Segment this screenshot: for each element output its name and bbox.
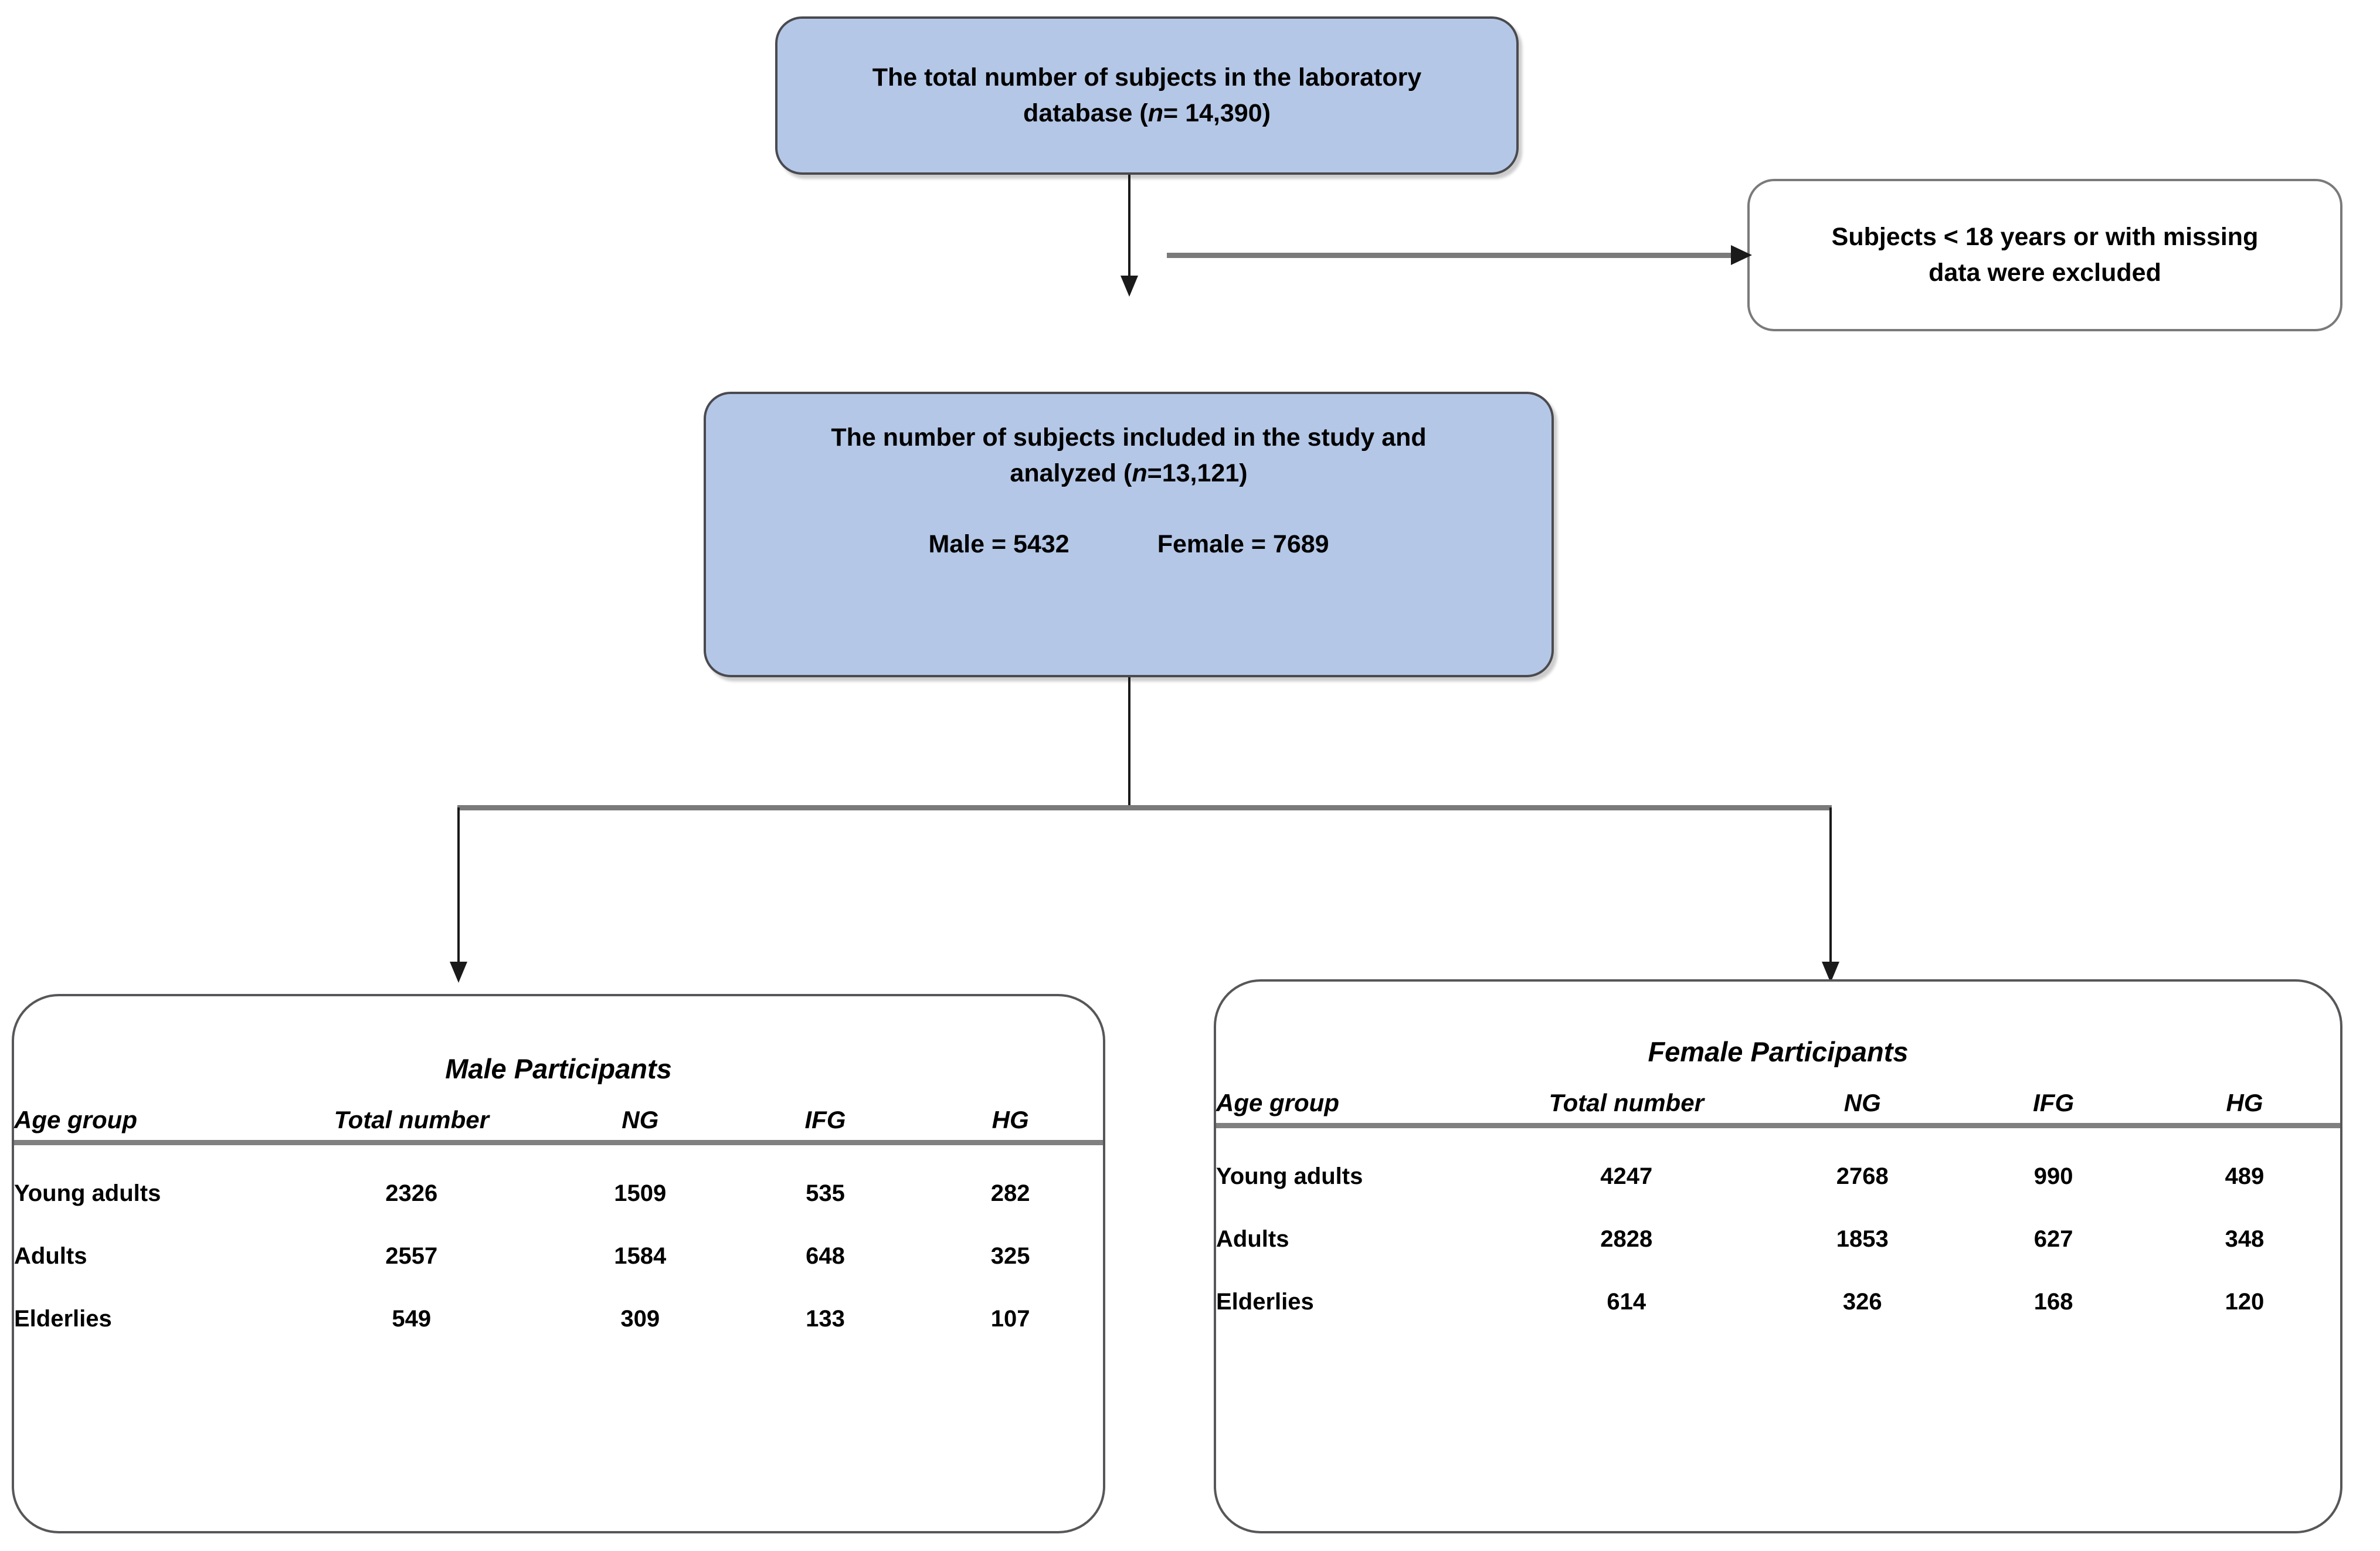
- cell-ng: 1509: [614, 1180, 667, 1206]
- cell-ng: 2768: [1836, 1163, 1889, 1189]
- col-header-total-number: Total number: [334, 1106, 490, 1133]
- table-row: Elderlies 614 326 168 120: [1216, 1271, 2340, 1333]
- table-female-participants: Age group Total number NG IFG HG Young a…: [1216, 1089, 2340, 1333]
- col-header-hg: HG: [992, 1106, 1029, 1133]
- connector-total-to-excluded-line: [1167, 253, 1741, 258]
- cell-hg: 348: [2225, 1226, 2264, 1252]
- arrow-down-icon-to-male: [450, 962, 467, 983]
- included-n-italic: n: [1132, 459, 1147, 488]
- cell-hg: 282: [990, 1180, 1030, 1206]
- panel-female-title: Female Participants: [1648, 1036, 1909, 1067]
- connector-split-bar: [457, 805, 1832, 810]
- total-line-2-suffix: = 14,390): [1163, 99, 1271, 127]
- cell-hg: 489: [2225, 1163, 2264, 1189]
- col-header-total-number: Total number: [1549, 1089, 1704, 1116]
- table-header-row: Age group Total number NG IFG HG: [1216, 1089, 2340, 1126]
- excluded-line-2: data were excluded: [1929, 259, 2161, 287]
- panel-male-title: Male Participants: [445, 1053, 672, 1084]
- node-included-subjects: The number of subjects included in the s…: [704, 392, 1554, 677]
- sex-breakdown-row: Male = 5432 Female = 7689: [928, 530, 1329, 559]
- col-header-hg: HG: [2226, 1089, 2263, 1116]
- cell-ifg: 990: [2033, 1163, 2073, 1189]
- total-n-italic: n: [1147, 99, 1164, 127]
- cell-ifg: 627: [2033, 1226, 2073, 1252]
- arrow-down-icon-to-included: [1121, 276, 1138, 297]
- table-row: Elderlies 549 309 133 107: [14, 1288, 1103, 1350]
- panel-male-participants: Male Participants Age group Total number…: [12, 994, 1105, 1533]
- cell-ng: 309: [620, 1306, 660, 1332]
- cell-ng: 1584: [614, 1243, 667, 1269]
- excluded-line-1: Subjects < 18 years or with missing: [1831, 222, 2259, 251]
- cell-hg: 120: [2225, 1289, 2264, 1315]
- connector-included-stem-line: [1128, 677, 1130, 807]
- cell-ng: 1853: [1836, 1226, 1889, 1252]
- total-line-1: The total number of subjects in the labo…: [872, 63, 1422, 91]
- node-total-subjects: The total number of subjects in the labo…: [775, 16, 1519, 175]
- connector-to-female-line: [1829, 807, 1832, 967]
- cell-hg: 325: [990, 1243, 1030, 1269]
- cell-ifg: 133: [806, 1306, 845, 1332]
- col-header-ng: NG: [1843, 1089, 1881, 1116]
- cell-ifg: 648: [806, 1243, 845, 1269]
- node-total-subjects-text: The total number of subjects in the labo…: [846, 60, 1449, 131]
- arrow-right-icon-to-excluded: [1731, 245, 1752, 265]
- node-included-subjects-text: The number of subjects included in the s…: [804, 394, 1453, 491]
- cell-total: 4247: [1600, 1163, 1653, 1189]
- cell-total: 2557: [385, 1243, 438, 1269]
- cell-total: 2828: [1600, 1226, 1653, 1252]
- included-line-2-suffix: =13,121): [1147, 459, 1248, 488]
- cell-ifg: 168: [2033, 1289, 2073, 1315]
- cell-hg: 107: [990, 1306, 1030, 1332]
- col-header-age-group: Age group: [1216, 1089, 1339, 1116]
- cell-age-group: Young adults: [1216, 1163, 1363, 1189]
- node-excluded-subjects: Subjects < 18 years or with missing data…: [1747, 179, 2342, 331]
- table-row: Adults 2828 1853 627 348: [1216, 1208, 2340, 1271]
- col-header-age-group: Age group: [14, 1106, 137, 1133]
- female-count-label: Female = 7689: [1157, 530, 1329, 559]
- cell-age-group: Elderlies: [14, 1306, 112, 1332]
- col-header-ng: NG: [622, 1106, 659, 1133]
- cell-age-group: Adults: [1216, 1226, 1289, 1252]
- table-male-participants: Age group Total number NG IFG HG Young a…: [14, 1106, 1103, 1350]
- connector-to-male-line: [457, 807, 460, 967]
- panel-female-participants: Female Participants Age group Total numb…: [1214, 979, 2342, 1533]
- cell-total: 549: [392, 1306, 432, 1332]
- cell-total: 614: [1607, 1289, 1646, 1315]
- col-header-ifg: IFG: [2033, 1089, 2075, 1116]
- included-line-1: The number of subjects included in the s…: [831, 423, 1427, 452]
- table-row: Young adults 2326 1509 535 282: [14, 1143, 1103, 1226]
- cell-age-group: Elderlies: [1216, 1289, 1314, 1315]
- cell-ifg: 535: [806, 1180, 845, 1206]
- included-line-2-prefix: analyzed (: [1010, 459, 1132, 488]
- male-count-label: Male = 5432: [928, 530, 1070, 559]
- cell-ng: 326: [1842, 1289, 1882, 1315]
- connector-total-to-included-line: [1128, 175, 1130, 280]
- node-excluded-subjects-text: Subjects < 18 years or with missing data…: [1805, 219, 2286, 291]
- cell-total: 2326: [385, 1180, 438, 1206]
- table-row: Young adults 4247 2768 990 489: [1216, 1126, 2340, 1209]
- cell-age-group: Adults: [14, 1243, 87, 1269]
- table-header-row: Age group Total number NG IFG HG: [14, 1106, 1103, 1143]
- col-header-ifg: IFG: [804, 1106, 846, 1133]
- table-row: Adults 2557 1584 648 325: [14, 1225, 1103, 1288]
- total-line-2-prefix: database (: [1023, 99, 1148, 127]
- cell-age-group: Young adults: [14, 1180, 161, 1206]
